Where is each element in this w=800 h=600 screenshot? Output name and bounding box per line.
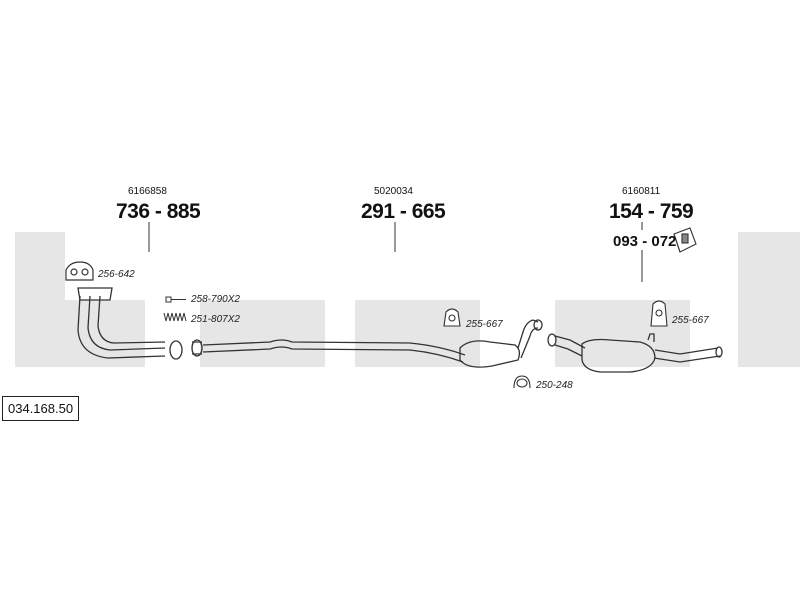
bolt-label[interactable]: 258-790X2	[191, 294, 240, 305]
gasket-icon	[65, 261, 94, 281]
rear-silencer	[547, 333, 723, 373]
clamp-icon	[513, 375, 531, 389]
gasket-label[interactable]: 256-642	[98, 269, 135, 280]
spring-label[interactable]: 251-807X2	[191, 314, 240, 325]
bosal-watermark	[15, 232, 800, 367]
bolt-icon	[165, 296, 186, 303]
fitting-kit-number[interactable]: 093 - 072	[613, 233, 677, 250]
rubber-mount-mid-icon	[443, 308, 461, 327]
rubber-mount-mid-label[interactable]: 255-667	[466, 319, 503, 330]
oe-number-2: 5020034	[374, 186, 413, 197]
front-downpipe	[77, 287, 183, 360]
oe-number-3: 6160811	[622, 186, 661, 197]
reference-number-box: 034.168.50	[2, 396, 80, 421]
rubber-mount-rear-icon	[650, 300, 668, 327]
part-number-3[interactable]: 154 - 759	[609, 200, 694, 223]
middle-pipe	[191, 319, 543, 368]
rubber-mount-rear-label[interactable]: 255-667	[672, 315, 709, 326]
fitting-kit-icon	[673, 227, 697, 253]
clamp-label[interactable]: 250-248	[536, 380, 573, 391]
part-number-2[interactable]: 291 - 665	[361, 200, 446, 223]
oe-number-1: 6166858	[128, 186, 167, 197]
spring-icon	[163, 312, 187, 322]
part-number-1[interactable]: 736 - 885	[116, 200, 201, 223]
